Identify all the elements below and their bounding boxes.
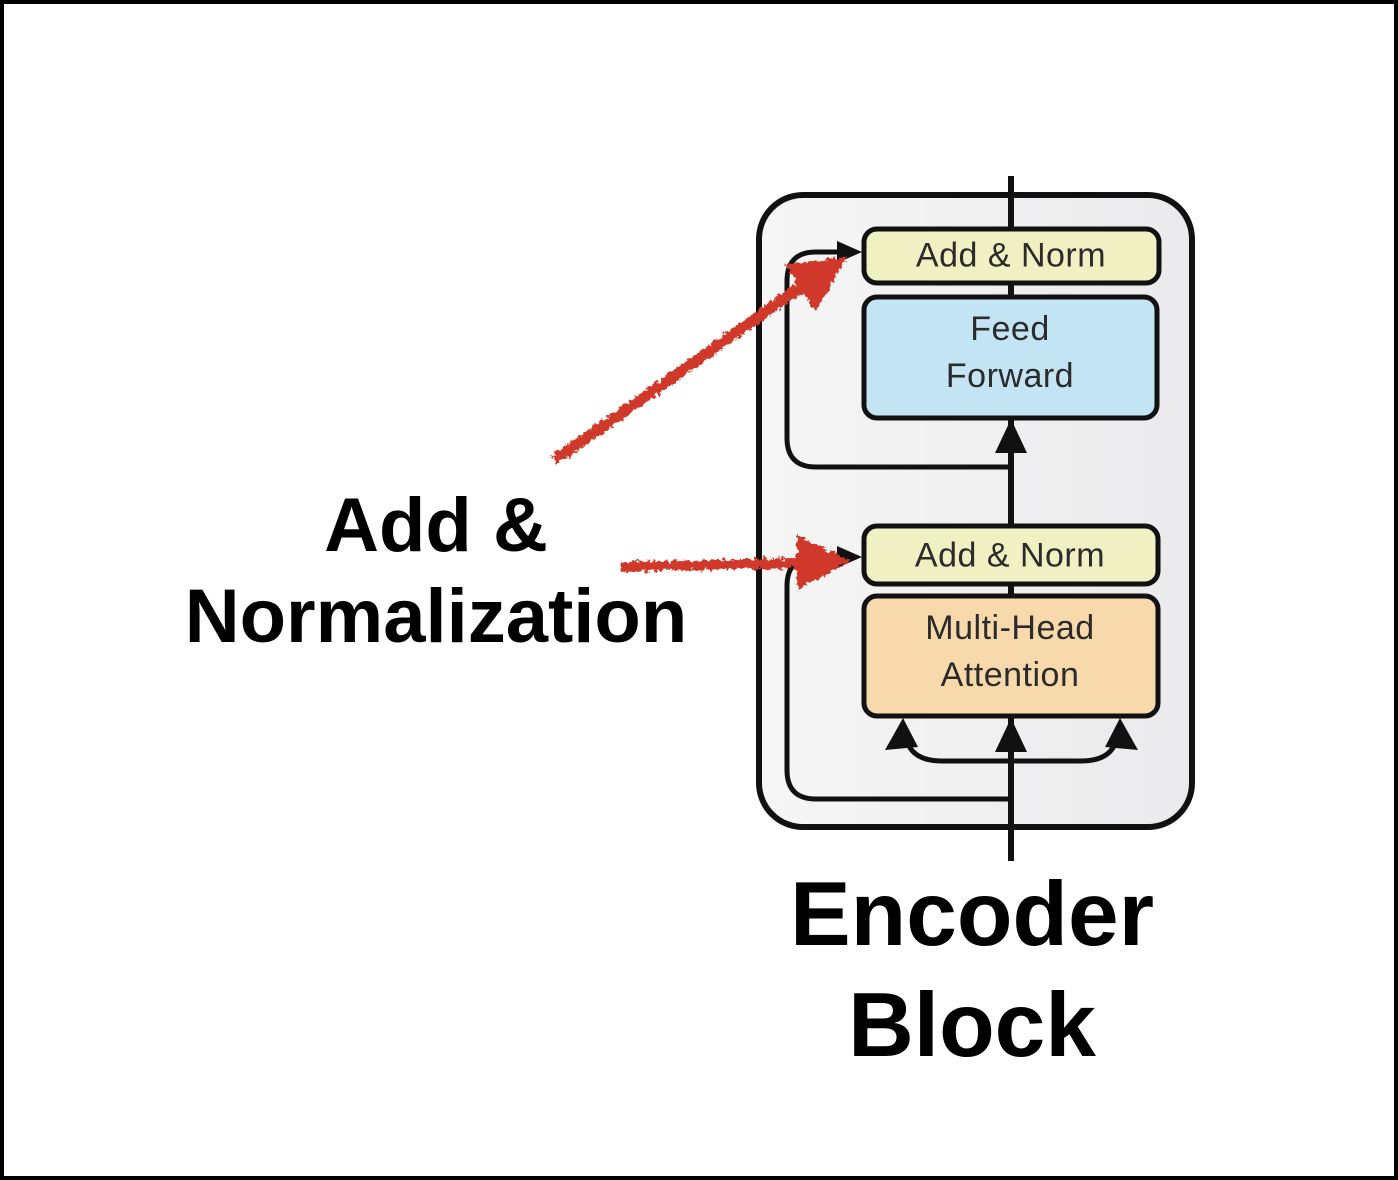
attention-left-arrowhead-icon <box>885 718 918 750</box>
annotation-arrow-top-head-icon <box>785 256 847 311</box>
multi-head-attention-box <box>861 593 1161 719</box>
feed-forward-input-arrowhead-icon <box>995 419 1027 453</box>
feed-forward-box <box>861 294 1160 421</box>
annotation-arrow-top-shaft <box>551 282 805 465</box>
annotation-arrows <box>551 256 850 590</box>
annotation-arrow-bottom-head-icon <box>797 535 850 590</box>
annotation-arrow-bottom-shaft <box>620 558 798 572</box>
attention-right-arrowhead-icon <box>1105 718 1138 750</box>
add-norm-top-box <box>861 226 1162 286</box>
attention-center-arrowhead-icon <box>995 718 1027 752</box>
add-norm-bottom-box <box>861 523 1161 587</box>
skip-connection-feed-forward <box>784 249 1011 470</box>
encoder-block-diagram <box>551 176 1195 861</box>
